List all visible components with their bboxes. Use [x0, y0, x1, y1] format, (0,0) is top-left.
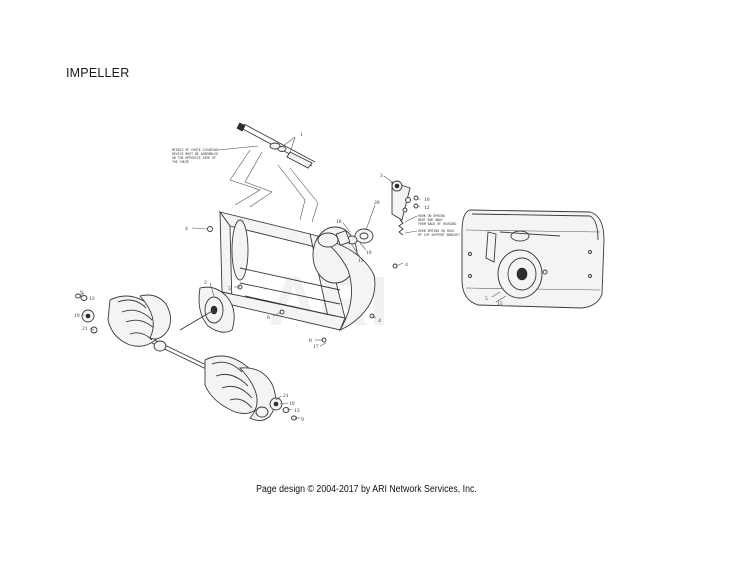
bolt-part — [279, 309, 285, 315]
note-line: HOOK ON SPRING — [418, 214, 445, 218]
bolt-part — [413, 195, 419, 201]
callout-label: 21 — [82, 326, 88, 332]
note-line: ON THE OPPOSITE SIDE OF — [172, 156, 216, 160]
note-line: DEVICE MUST BE ASSEMBLED — [172, 152, 218, 156]
callout-label: 6 — [267, 315, 270, 321]
callout-label: 10 — [366, 250, 372, 256]
callout-label: 13 — [89, 296, 95, 302]
callout-label: 2 — [204, 280, 207, 286]
copyright-footer: Page design © 2004-2017 by ARI Network S… — [256, 484, 477, 495]
callout-label: 17 — [313, 344, 319, 350]
bolt-part — [413, 203, 419, 209]
callout-label: 20 — [374, 200, 380, 206]
callout-label: 4 — [405, 262, 408, 268]
bolt-part — [392, 263, 398, 269]
note-line: FROM BACK OF HOUSING — [418, 222, 456, 226]
bolt-part — [207, 226, 213, 232]
chute-bracket-part — [391, 180, 411, 221]
auger-flight-left — [107, 294, 171, 352]
note-line: THE CHUTE — [172, 160, 189, 164]
callout-label: 5 — [485, 296, 488, 302]
note-line: OF CUP SUPPORT BRACKET — [418, 233, 460, 237]
callout-label: 19 — [289, 401, 295, 407]
callout-label: 13 — [294, 408, 300, 414]
callout-label: 19 — [74, 313, 80, 319]
leader-lines — [79, 175, 507, 419]
callout-label: 15 — [497, 301, 503, 307]
callout-label: 9 — [80, 290, 83, 296]
callout-label: 16 — [424, 197, 430, 203]
callout-label: 8 — [309, 338, 312, 344]
note-line: BENT END AWAY — [418, 218, 443, 222]
auger-flight-right — [204, 355, 276, 421]
callout-label: 1 — [300, 132, 303, 138]
callout-label: 3 — [380, 173, 383, 179]
shaft-assembly-note: MIDDLE OF CHUTE CLEARING DEVICE MUST BE … — [172, 148, 218, 164]
callout-label: 9 — [301, 417, 304, 423]
callout-label: 11 — [358, 258, 364, 264]
callout-label: 4 — [378, 318, 381, 324]
callout-label: 5 — [228, 286, 231, 292]
assembled-housing-part — [461, 209, 605, 309]
right-bearing-hardware — [269, 397, 297, 421]
callout-label: 12 — [424, 205, 430, 211]
chute-shaft-part — [236, 122, 316, 169]
note-line: MIDDLE OF CHUTE CLEARING — [172, 148, 218, 152]
callout-label: 4 — [185, 226, 188, 232]
impeller-part — [179, 286, 235, 333]
drive-pulley-part — [335, 228, 374, 246]
note-line: HOOK SPRING ON HOLE — [418, 229, 454, 233]
callout-label: 18 — [336, 219, 342, 225]
spring-note-top: HOOK ON SPRING BENT END AWAY FROM BACK O… — [418, 214, 456, 226]
callout-label: 21 — [283, 393, 289, 399]
spring-note-bottom: HOOK SPRING ON HOLE OF CUP SUPPORT BRACK… — [418, 229, 460, 237]
page-title: IMPELLER — [66, 66, 130, 80]
